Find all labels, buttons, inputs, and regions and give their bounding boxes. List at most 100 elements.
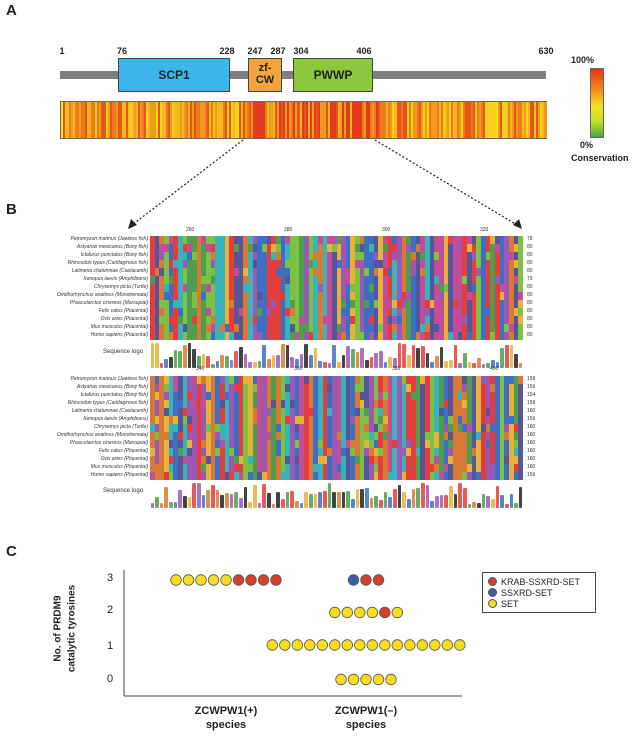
sequence-end-position: 80	[527, 316, 533, 322]
species-name: Rhincodon typus (Cartilaginous fish)	[67, 400, 148, 406]
y-tick-label: 2	[107, 604, 114, 616]
legend-item: SSXRD-SET	[488, 587, 590, 598]
sequence-end-position: 160	[527, 424, 536, 430]
sequence-end-position: 159	[527, 472, 536, 478]
sequence-end-position: 80	[527, 308, 533, 314]
sequence-end-position: 160	[527, 464, 536, 470]
species-name: Mus musculus (Placental)	[90, 464, 148, 470]
sequence-end-position: 80	[527, 252, 533, 258]
sequence-end-position: 158	[527, 376, 536, 382]
position-label: 304	[293, 46, 309, 56]
data-point	[270, 574, 282, 586]
data-point	[335, 673, 347, 686]
panel-a-letter: A	[6, 2, 17, 19]
alignment-ruler-2: 340 360 380 400	[150, 366, 526, 374]
data-point	[232, 574, 245, 586]
data-point	[366, 606, 379, 619]
data-point	[182, 574, 195, 586]
x-category-line1: ZCWPW1(+)	[194, 705, 258, 717]
zf-cw-label-line1: zf-	[258, 62, 272, 75]
species-name: Phascolarctos cinereus (Marsupial)	[69, 300, 148, 306]
species-name: Astyanax mexicanus (Bony fish)	[76, 244, 148, 250]
data-point	[266, 639, 279, 651]
position-label: 1	[59, 46, 65, 56]
y-tick-label: 3	[107, 572, 114, 584]
pwwp-domain-label: PWWP	[313, 67, 353, 82]
data-point	[391, 639, 404, 651]
data-point	[341, 639, 354, 651]
species-name: Ovis aries (Placental)	[100, 456, 148, 462]
data-point	[379, 606, 391, 619]
ruler-tick-label: 300	[382, 227, 391, 233]
sequence-end-position: 154	[527, 392, 536, 398]
conservation-max-label: 100%	[571, 55, 595, 65]
data-point	[354, 639, 366, 651]
y-tick-label: 1	[107, 640, 114, 652]
data-point	[195, 574, 207, 586]
position-label: 247	[247, 46, 263, 56]
sequence-end-position: 80	[527, 324, 533, 330]
species-name: Ornithorhynchus anatinus (Monotremata)	[56, 432, 148, 438]
data-point	[360, 673, 372, 686]
species-name: Latimeria chalumnae (Coelacanth)	[71, 268, 148, 274]
data-point	[429, 639, 441, 651]
zf-cw-label-line2: CW	[255, 74, 275, 86]
x-category-label: ZCWPW1(–) species	[296, 705, 436, 733]
panel-b-letter: B	[6, 201, 17, 218]
legend-label: KRAB-SSXRD-SET	[501, 576, 581, 587]
legend-marker	[488, 577, 497, 586]
zf-cw-domain: zf- CW	[248, 58, 282, 92]
data-point	[372, 673, 385, 686]
species-name: Astyanax mexicanus (Bony fish)	[76, 384, 148, 390]
data-point	[441, 639, 454, 651]
data-point	[207, 574, 220, 586]
sequence-end-position: 160	[527, 456, 536, 462]
pwwp-domain: PWWP	[293, 58, 373, 92]
sequence-logo-label-1: Sequence logo	[103, 349, 144, 355]
data-point	[329, 606, 341, 619]
conservation-color-scale	[590, 68, 604, 138]
data-point	[291, 639, 304, 651]
legend-item: SET	[488, 598, 590, 609]
sequence-end-position: 80	[527, 244, 533, 250]
data-point	[372, 574, 385, 586]
sequence-logo-2	[150, 480, 523, 508]
tyrosine-dot-plot	[123, 570, 466, 697]
legend-marker	[488, 599, 497, 608]
ruler-tick-label: 280	[284, 227, 293, 233]
sequence-end-position: 160	[527, 440, 536, 446]
legend-item: KRAB-SSXRD-SET	[488, 576, 590, 587]
sequence-end-position: 78	[527, 236, 533, 242]
data-point	[366, 639, 379, 651]
scp1-domain-label: SCP1	[158, 67, 190, 82]
ruler-tick-label: 260	[186, 227, 195, 233]
sequence-logo-label-2: Sequence logo	[103, 488, 144, 494]
species-name: Petromyzon marinus (Jawless fish)	[70, 236, 148, 242]
data-point	[354, 606, 366, 619]
species-name: Felis catus (Placental)	[98, 308, 148, 314]
species-name: Mus musculus (Placental)	[90, 324, 148, 330]
species-name: Petromyzon marinus (Jawless fish)	[70, 376, 148, 382]
sequence-end-position: 160	[527, 448, 536, 454]
sequence-end-position: 80	[527, 300, 533, 306]
species-name: Ovis aries (Placental)	[100, 316, 148, 322]
species-name: Phascolarctos cinereus (Marsupial)	[69, 440, 148, 446]
data-point	[360, 574, 372, 586]
data-point	[304, 639, 316, 651]
species-name: Xenopus laevis (Amphibians)	[83, 416, 148, 422]
x-category-line2: species	[345, 718, 387, 731]
species-name: Chrysemys picta (Turtle)	[93, 424, 148, 430]
data-point	[454, 639, 466, 651]
species-name: Xenopus laevis (Amphibians)	[83, 276, 148, 282]
data-point	[379, 639, 391, 651]
sequence-end-position: 158	[527, 400, 536, 406]
position-label: 287	[270, 46, 286, 56]
species-name: Ornithorhynchus anatinus (Monotremata)	[56, 292, 148, 298]
species-name: Latimeria chalumnae (Coelacanth)	[71, 408, 148, 414]
sequence-end-position: 159	[527, 384, 536, 390]
data-point	[416, 639, 429, 651]
sequence-end-position: 80	[527, 332, 533, 338]
data-point	[220, 574, 232, 586]
ruler-tick-label: 400	[490, 366, 499, 372]
sequence-end-position: 80	[527, 268, 533, 274]
